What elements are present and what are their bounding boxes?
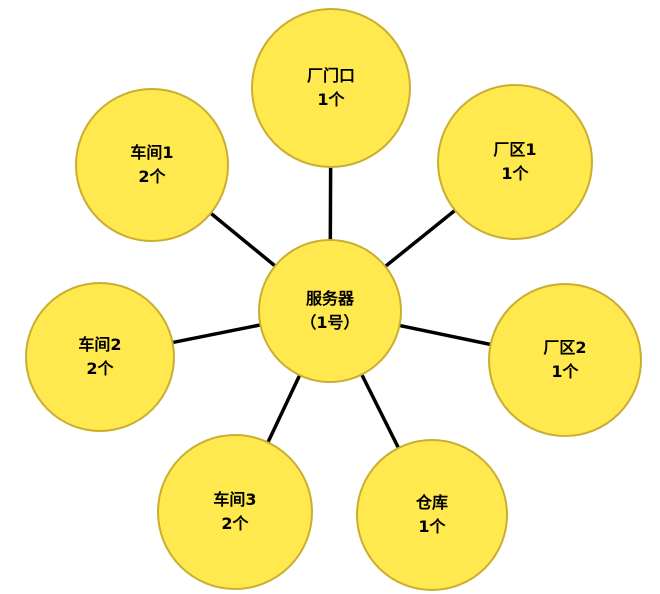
node-workshop-1: 车间1 2个 <box>75 88 229 242</box>
node-factory-gate: 厂门口 1个 <box>251 8 411 168</box>
node-title: 服务器 <box>305 289 354 308</box>
node-count: 2个 <box>138 167 166 186</box>
node-title: 仓库 <box>415 493 448 512</box>
node-title: 厂门口 <box>306 66 355 85</box>
node-title: 厂区1 <box>493 140 537 159</box>
node-subtitle: （1号） <box>300 313 360 332</box>
node-factory-area-2: 厂区2 1个 <box>488 283 642 437</box>
node-factory-area-1: 厂区1 1个 <box>437 84 593 240</box>
node-warehouse: 仓库 1个 <box>356 439 508 591</box>
node-count: 1个 <box>551 362 579 381</box>
node-title: 车间1 <box>130 143 174 162</box>
node-title: 车间3 <box>213 490 257 509</box>
node-workshop-2: 车间2 2个 <box>25 282 175 432</box>
node-count: 2个 <box>221 514 249 533</box>
node-workshop-3: 车间3 2个 <box>157 434 313 590</box>
node-count: 1个 <box>317 90 345 109</box>
node-title: 厂区2 <box>543 338 587 357</box>
node-title: 车间2 <box>78 335 122 354</box>
node-count: 2个 <box>86 359 114 378</box>
node-count: 1个 <box>501 164 529 183</box>
node-count: 1个 <box>418 517 446 536</box>
node-server: 服务器 （1号） <box>258 239 402 383</box>
